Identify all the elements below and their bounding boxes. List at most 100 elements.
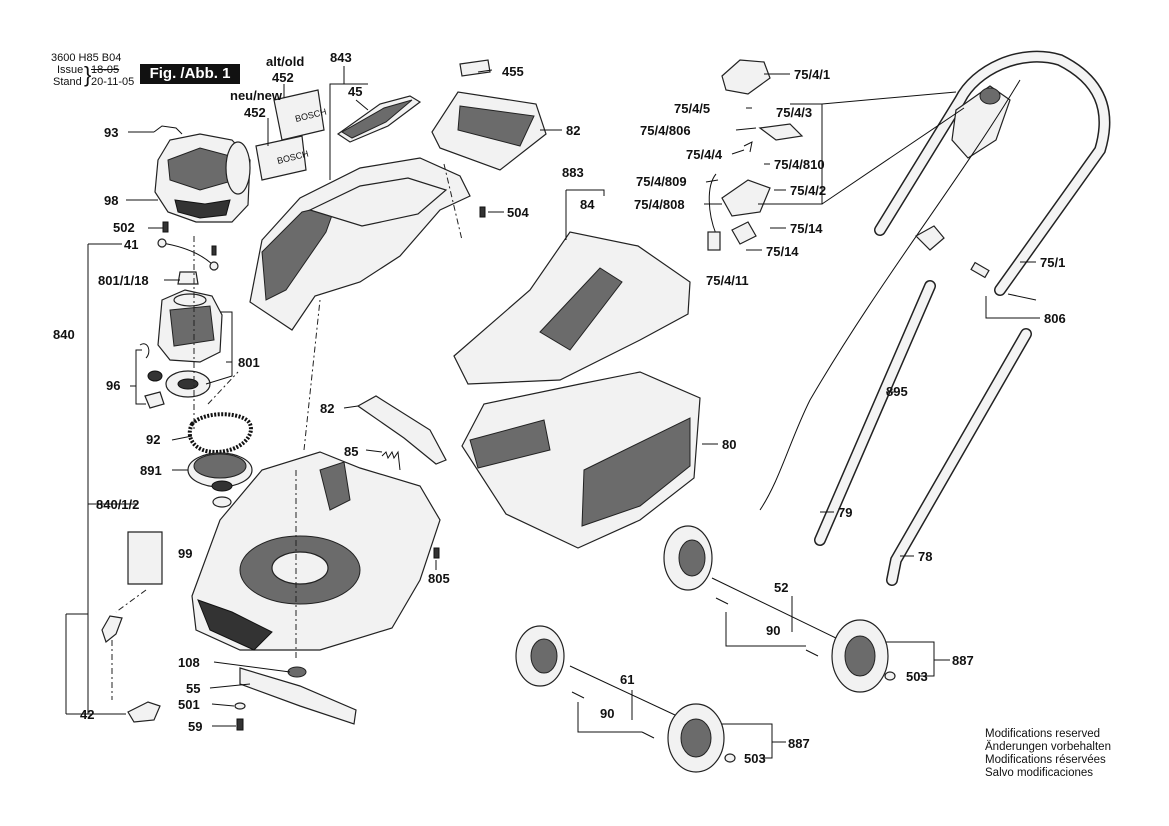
cable-part-895 — [759, 79, 1021, 511]
bracket-883 — [565, 189, 605, 240]
callout-75-4-5: 75/4/5 — [674, 101, 710, 116]
callout-887-upper: 887 — [952, 653, 974, 668]
callout-93: 93 — [104, 125, 118, 140]
washer-part-840-1-2 — [212, 496, 232, 508]
callout-59: 59 — [188, 719, 202, 734]
connector-part-75-14 — [731, 221, 757, 245]
callout-75-14-lower: 75/14 — [766, 244, 799, 259]
callout-61: 61 — [620, 672, 634, 687]
axle-part-52 — [711, 577, 841, 641]
modifications-notes: Modifications reserved Änderungen vorbeh… — [985, 728, 1111, 780]
washer-part-108 — [287, 666, 307, 678]
bracket-90-b — [577, 702, 642, 733]
upper-handle-part-75-1 — [874, 50, 1111, 296]
drive-belt-part-92 — [187, 412, 253, 455]
callout-75-4-810: 75/4/810 — [774, 157, 825, 172]
grass-box-part-80 — [461, 371, 701, 549]
callout-883: 883 — [562, 165, 584, 180]
bracket-887-b — [722, 723, 786, 759]
motor-part-801 — [157, 289, 223, 363]
handle-grip-part-45 — [336, 95, 422, 143]
callout-alt-old: alt/old — [266, 54, 304, 69]
callout-452-new: 452 — [244, 105, 266, 120]
callout-806: 806 — [1044, 311, 1066, 326]
stand-label: Stand — [53, 76, 82, 88]
bracket-806 — [985, 296, 1040, 319]
callout-neu-new: neu/new — [230, 88, 283, 103]
group-bracket-840 — [65, 243, 138, 715]
grass-box-lid-part-84 — [453, 231, 691, 385]
fan-part-801 — [165, 370, 211, 398]
switch-part-75-4-2 — [721, 179, 771, 217]
spring-part-90-upper — [715, 597, 819, 657]
callout-503-upper: 503 — [906, 669, 928, 684]
wheel-front-right-part-887 — [667, 703, 736, 773]
leader-lines — [126, 66, 1036, 727]
callout-45: 45 — [348, 84, 362, 99]
callout-55: 55 — [186, 681, 200, 696]
clip-part-42-upper — [101, 615, 123, 644]
callout-891: 891 — [140, 463, 162, 478]
callout-801-1-18: 801/1/18 — [98, 273, 149, 288]
callout-75-4-3: 75/4/3 — [776, 105, 812, 120]
callout-90-lower: 90 — [600, 706, 614, 721]
bolt-part-59 — [236, 718, 244, 731]
stand-date: 20-11-05 — [91, 76, 135, 88]
callout-78: 78 — [918, 549, 932, 564]
clip-part-42-lower — [127, 701, 161, 723]
spring-part-85 — [381, 450, 401, 471]
lower-handle-part-79 — [814, 280, 936, 546]
callout-92: 92 — [146, 432, 160, 447]
spring-part-75-4-4 — [743, 141, 753, 153]
callout-75-1: 75/1 — [1040, 255, 1065, 270]
wheel-rear-left — [663, 525, 713, 591]
callout-75-4-809: 75/4/809 — [636, 174, 687, 189]
callout-84: 84 — [580, 197, 595, 212]
lower-handle-part-78 — [886, 328, 1032, 586]
switch-bracket — [758, 91, 965, 205]
callout-79: 79 — [838, 505, 852, 520]
deck-housing — [191, 451, 441, 651]
callout-501: 501 — [178, 697, 200, 712]
callout-840: 840 — [53, 327, 75, 342]
screw-part-805 — [433, 547, 440, 559]
model-number: 3600 H85 B04 — [51, 52, 122, 64]
assembly-dash-lines — [111, 163, 463, 700]
wheel-rear-right-part-887 — [831, 619, 896, 693]
callout-805: 805 — [428, 571, 450, 586]
bracket-887-a — [886, 641, 950, 677]
callout-75-4-806: 75/4/806 — [640, 123, 691, 138]
callout-80: 80 — [722, 437, 736, 452]
top-cover-part-843 — [249, 157, 471, 331]
figure-label: Fig. /Abb. 1 — [140, 64, 240, 84]
washer-part-501 — [234, 702, 246, 710]
wheel-front-left — [515, 625, 565, 687]
cable-clip-part-93 — [153, 125, 183, 135]
callout-840-1-2: 840/1/2 — [96, 497, 139, 512]
note-line-en: Modifications reserved — [985, 728, 1101, 740]
blade-part-55 — [239, 667, 357, 725]
brush-holder-part-96 — [139, 343, 165, 409]
callout-90-upper: 90 — [766, 623, 780, 638]
knob-part-75-4-1 — [915, 225, 945, 251]
grass-deflector-part-82 — [356, 395, 447, 465]
pin-part-806 — [970, 261, 1037, 301]
cable-plug-part-75-4-11 — [707, 173, 721, 251]
switch-cap-part-75-4-1 — [721, 59, 771, 95]
callout-42: 42 — [80, 707, 94, 722]
callout-99: 99 — [178, 546, 192, 561]
callout-452-old: 452 — [272, 70, 294, 85]
callout-504: 504 — [507, 205, 529, 220]
callout-455: 455 — [502, 64, 524, 79]
label-part-455 — [459, 59, 491, 77]
callout-41: 41 — [124, 237, 138, 252]
spring-part-90-lower — [571, 691, 655, 739]
screw-part-504 — [479, 206, 486, 218]
callout-98: 98 — [104, 193, 118, 208]
callout-96: 96 — [106, 378, 120, 393]
note-line-es: Salvo modificaciones — [985, 767, 1094, 779]
callout-75-4-11: 75/4/11 — [706, 273, 749, 288]
decal-new-part-452: BOSCH — [255, 135, 310, 181]
callout-82-top: 82 — [566, 123, 580, 138]
